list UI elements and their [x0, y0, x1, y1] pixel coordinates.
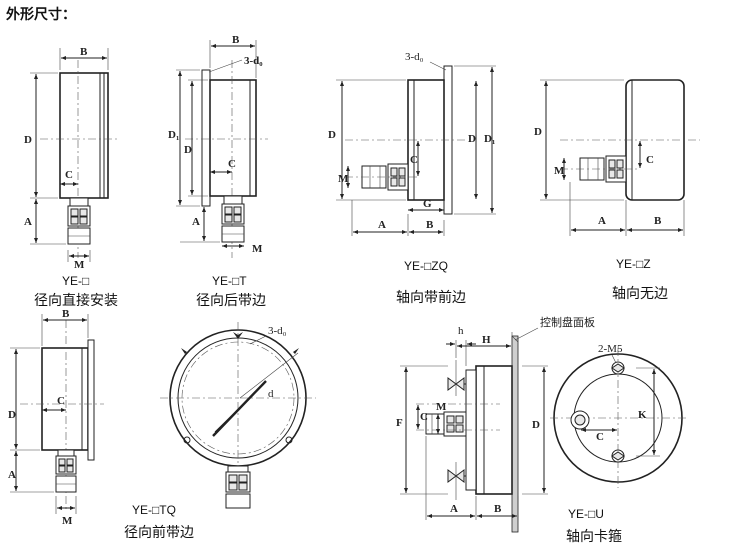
figure-model: YE-□	[62, 274, 89, 288]
dim-label-a: A	[378, 219, 386, 231]
dim-label-b: B	[494, 503, 502, 515]
dim-label-m: M	[62, 515, 73, 527]
dim-label-3d0: 3-d₀	[244, 55, 263, 67]
figure-caption: 轴向带前边	[396, 289, 466, 306]
dim-label-c: C	[646, 154, 654, 166]
dim-label-d: D	[328, 129, 336, 141]
figure-radial-rear-flange: B 3-d₀ D₁ D A C M YE-□T 径向后带边	[168, 34, 268, 309]
dim-label-m: M	[252, 243, 263, 255]
dim-label-b: B	[232, 34, 240, 46]
dim-label-a: A	[24, 216, 32, 228]
dim-label-d: D	[184, 144, 192, 156]
figure-model: YE-□TQ	[132, 503, 176, 517]
page-title: 外形尺寸：	[6, 6, 76, 22]
dim-label-b: B	[80, 46, 88, 58]
dim-label-d: D	[534, 126, 542, 138]
dim-label-2m5: 2-M5	[598, 343, 623, 355]
dim-label-c: C	[410, 154, 418, 166]
figure-caption: 径向后带边	[196, 293, 266, 309]
dim-label-d: D	[532, 419, 540, 431]
dim-label-a: A	[450, 503, 458, 515]
figure-caption: 径向前带边	[124, 524, 194, 541]
dim-label-a: A	[192, 216, 200, 228]
dim-label-d-small: d	[268, 388, 274, 400]
dim-label-d: D	[468, 133, 476, 145]
panel-label: 控制盘面板	[540, 315, 595, 329]
dim-label-d: D	[24, 134, 32, 146]
figure-radial-direct: B D A C M YE-□ 径向直接安装	[24, 46, 118, 309]
dim-label-3d0: 3-d₀	[268, 325, 287, 337]
dim-label-3d0: 3-d₀	[405, 51, 424, 63]
dim-label-b: B	[62, 308, 70, 320]
figure-model: YE-□ZQ	[404, 259, 448, 273]
dim-label-f: F	[396, 417, 403, 429]
dim-label-m: M	[554, 165, 565, 177]
dim-label-c: C	[57, 395, 65, 407]
dim-label-h-upper: H	[482, 334, 491, 346]
dim-label-c: C	[65, 169, 73, 181]
figure-axial-clamp: 控制盘面板 F D C M	[396, 315, 688, 545]
figure-axial-no-flange: D M C A B YE-□Z 轴向无边	[534, 79, 700, 302]
dim-label-m: M	[74, 259, 85, 271]
figure-model: YE-□T	[212, 274, 247, 288]
figure-model: YE-□Z	[616, 257, 651, 271]
dim-label-d1: D₁	[168, 129, 179, 141]
figure-model: YE-□U	[568, 507, 604, 521]
figure-caption: 轴向卡箍	[566, 528, 622, 545]
figure-radial-front-flange: B D A C M 3-d₀ d	[8, 308, 316, 541]
dim-label-a: A	[8, 469, 16, 481]
dim-label-h-lower: h	[458, 325, 464, 337]
dim-label-d: D	[8, 409, 16, 421]
dim-label-c: C	[596, 431, 604, 443]
dim-label-a: A	[598, 215, 606, 227]
dim-label-c: C	[228, 158, 236, 170]
dim-label-b: B	[654, 215, 662, 227]
dim-label-b: B	[426, 219, 434, 231]
figure-axial-front-flange: 3-d₀ D D D₁ M C G A B YE-□ZQ 轴向带前边	[328, 51, 496, 306]
dim-label-d1: D₁	[484, 133, 495, 145]
dim-label-m: M	[338, 173, 349, 185]
dim-label-g: G	[423, 198, 432, 210]
dim-label-k: K	[638, 409, 647, 421]
figure-caption: 轴向无边	[612, 286, 668, 302]
dim-label-c: C	[420, 411, 428, 423]
figure-caption: 径向直接安装	[34, 292, 118, 309]
dim-label-m: M	[436, 401, 447, 413]
